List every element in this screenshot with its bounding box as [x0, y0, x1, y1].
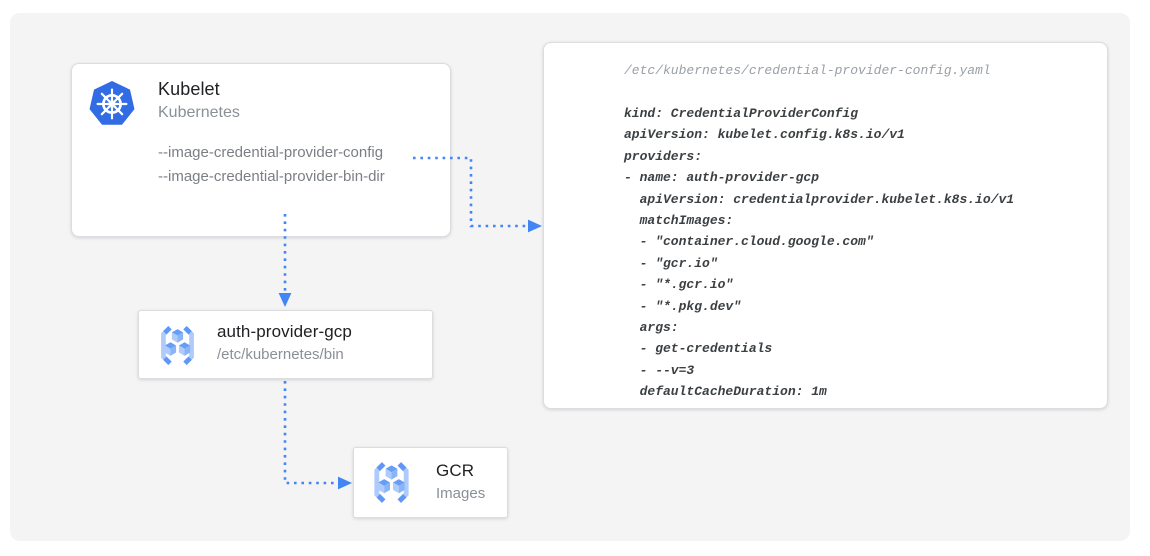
- auth-provider-subtitle: /etc/kubernetes/bin: [217, 346, 344, 363]
- kubelet-flags: --image-credential-provider-config --ima…: [158, 144, 385, 185]
- container-registry-icon: [161, 326, 194, 365]
- credential-provider-config-panel: /etc/kubernetes/credential-provider-conf…: [543, 42, 1108, 409]
- gcr-node-card: GCR Images: [353, 447, 508, 518]
- kubelet-title: Kubelet: [158, 79, 220, 99]
- kubernetes-icon: [89, 80, 135, 125]
- config-yaml-content: kind: CredentialProviderConfig apiVersio…: [624, 106, 1015, 400]
- kubelet-subtitle: Kubernetes: [158, 104, 240, 121]
- kubelet-node-card: Kubelet Kubernetes --image-credential-pr…: [71, 63, 451, 237]
- gcr-subtitle: Images: [436, 485, 486, 502]
- container-registry-icon: [374, 462, 409, 503]
- gcr-title: GCR: [436, 461, 475, 480]
- auth-provider-title: auth-provider-gcp: [217, 322, 352, 341]
- auth-provider-gcp-node-card: auth-provider-gcp /etc/kubernetes/bin: [138, 310, 433, 379]
- config-file-path: /etc/kubernetes/credential-provider-conf…: [624, 63, 991, 78]
